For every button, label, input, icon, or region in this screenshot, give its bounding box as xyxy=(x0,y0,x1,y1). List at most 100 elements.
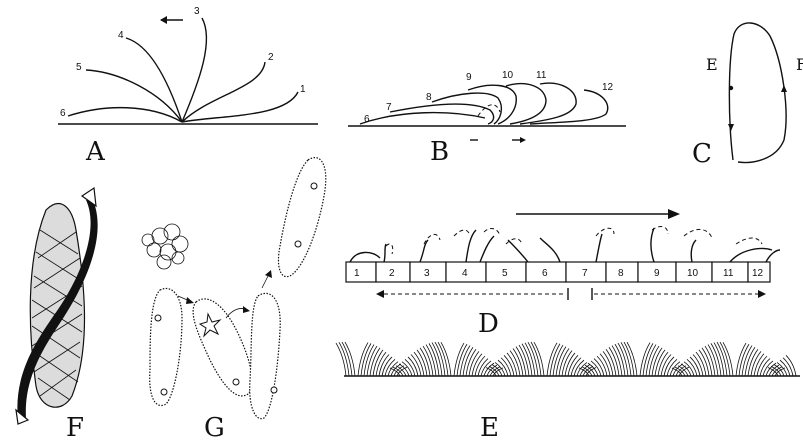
panel-g-cell-1 xyxy=(150,288,182,405)
panel-e-wave-fibers xyxy=(336,342,796,376)
panel-e-fiber xyxy=(603,351,613,376)
panel-e-label: E xyxy=(480,413,499,443)
panel-e-fiber xyxy=(382,357,392,376)
panel-g-arrowhead-2 xyxy=(243,306,250,313)
panel-e-fiber xyxy=(481,361,491,376)
panel-e-fiber xyxy=(640,343,650,376)
panel-e-fiber xyxy=(463,347,473,376)
panel-f-label: F xyxy=(66,413,84,443)
panel-e-fiber xyxy=(531,342,541,376)
panel-g-cell-4-vacuole xyxy=(295,241,301,247)
panel-d-number-11: 11 xyxy=(723,268,734,279)
panel-d-left-dashed-head xyxy=(376,290,384,298)
panel-c-arrow-down xyxy=(728,124,734,131)
panel-e-fiber xyxy=(525,343,535,376)
panel-e-fiber xyxy=(705,346,715,376)
panel-b-stroke-6 xyxy=(360,113,485,124)
panel-d-number-2: 2 xyxy=(389,268,395,279)
panel-a-stroke-5 xyxy=(86,70,182,122)
panel-e-fiber xyxy=(711,343,721,376)
panel-e-fiber xyxy=(702,348,712,376)
panel-e-fiber xyxy=(441,342,451,376)
panel-e-fiber xyxy=(562,351,572,376)
panel-f-cell-body xyxy=(30,204,84,408)
panel-c: E F C xyxy=(692,23,803,169)
panel-d-right-dashed-head xyxy=(758,290,766,298)
panel-e-fiber xyxy=(690,357,700,376)
panel-b-stroke-11 xyxy=(520,83,576,124)
panel-e-fiber xyxy=(376,352,386,376)
panel-c-label: C xyxy=(692,139,712,169)
panel-e-fiber xyxy=(591,361,601,376)
panel-e-fiber xyxy=(618,343,628,376)
panel-e-fiber xyxy=(423,346,433,376)
panel-e-fiber xyxy=(510,351,520,376)
panel-e-fiber xyxy=(399,364,409,376)
panel-e-fiber xyxy=(391,364,401,376)
panel-b-stroke-9 xyxy=(468,85,516,124)
panel-e-fiber xyxy=(736,343,746,376)
panel-e-fiber xyxy=(417,350,427,376)
panel-b-number-7: 7 xyxy=(386,102,392,113)
panel-b-number-10: 10 xyxy=(502,70,514,81)
panel-e-fiber xyxy=(559,349,569,376)
panel-e-fiber xyxy=(723,342,733,376)
panel-e-fiber xyxy=(693,355,703,376)
panel-d-label: D xyxy=(478,309,499,339)
panel-e-fiber xyxy=(673,364,683,376)
panel-e-fiber xyxy=(748,349,758,376)
panel-b: 6 7 8 9 10 11 12 B xyxy=(348,70,626,167)
panel-b-number-6: 6 xyxy=(364,114,370,125)
panel-a-stroke-1 xyxy=(182,92,298,122)
panel-e-fiber xyxy=(472,354,482,376)
panel-e-fiber xyxy=(600,354,610,376)
panel-e-fiber xyxy=(612,346,622,376)
panel-e-fiber xyxy=(426,345,436,376)
panel-e-fiber xyxy=(664,357,674,376)
panel-e-fiber xyxy=(655,350,665,376)
panel-c-label-f: F xyxy=(796,55,803,74)
panel-e-fiber xyxy=(594,359,604,376)
panel-a-stroke-4 xyxy=(126,38,182,122)
panel-e-fiber xyxy=(534,342,544,376)
panel-e-fiber xyxy=(760,359,770,376)
panel-a-number-5: 5 xyxy=(76,62,82,73)
panel-g: G xyxy=(142,158,326,443)
panel-e-fiber xyxy=(367,346,377,376)
panel-e-fiber xyxy=(478,359,488,376)
panel-e-fiber xyxy=(624,342,634,376)
panel-a-number-4: 4 xyxy=(118,30,124,41)
panel-e-fiber xyxy=(454,343,464,376)
panel-e-fiber xyxy=(420,348,430,376)
panel-d-number-5: 5 xyxy=(502,268,508,279)
panel-a: 1 2 3 4 5 6 A xyxy=(58,6,318,167)
panel-a-stroke-6 xyxy=(68,108,182,122)
panel-c-node-top xyxy=(729,86,733,90)
panel-e-fiber xyxy=(556,347,566,376)
panel-g-cell-1-nucleus xyxy=(155,315,161,321)
panel-d-number-8: 8 xyxy=(618,268,624,279)
panel-b-stroke-8 xyxy=(432,93,501,124)
panel-e-fiber xyxy=(751,351,761,376)
panel-e-fiber xyxy=(345,342,355,376)
panel-d-cell-row xyxy=(346,262,770,282)
panel-e-fiber xyxy=(652,348,662,376)
panel-e-fiber xyxy=(606,349,616,376)
panel-d-number-12: 12 xyxy=(752,268,764,279)
panel-a-arrowhead xyxy=(160,16,167,24)
panel-d-number-10: 10 xyxy=(687,268,699,279)
panel-g-food-cluster xyxy=(142,224,188,269)
panel-e-fiber xyxy=(763,361,773,376)
panel-a-number-1: 1 xyxy=(300,84,306,95)
panel-e-fiber xyxy=(745,347,755,376)
panel-g-cell-3-vacuole xyxy=(271,387,277,393)
panel-a-number-6: 6 xyxy=(60,108,66,119)
panel-c-loop xyxy=(729,23,786,163)
panel-e-fiber xyxy=(414,352,424,376)
panel-e-fiber xyxy=(379,355,389,376)
panel-e-fiber xyxy=(507,353,517,376)
panel-e-fiber xyxy=(646,345,656,376)
panel-e-fiber xyxy=(460,346,470,376)
panel-e-fiber xyxy=(370,348,380,376)
